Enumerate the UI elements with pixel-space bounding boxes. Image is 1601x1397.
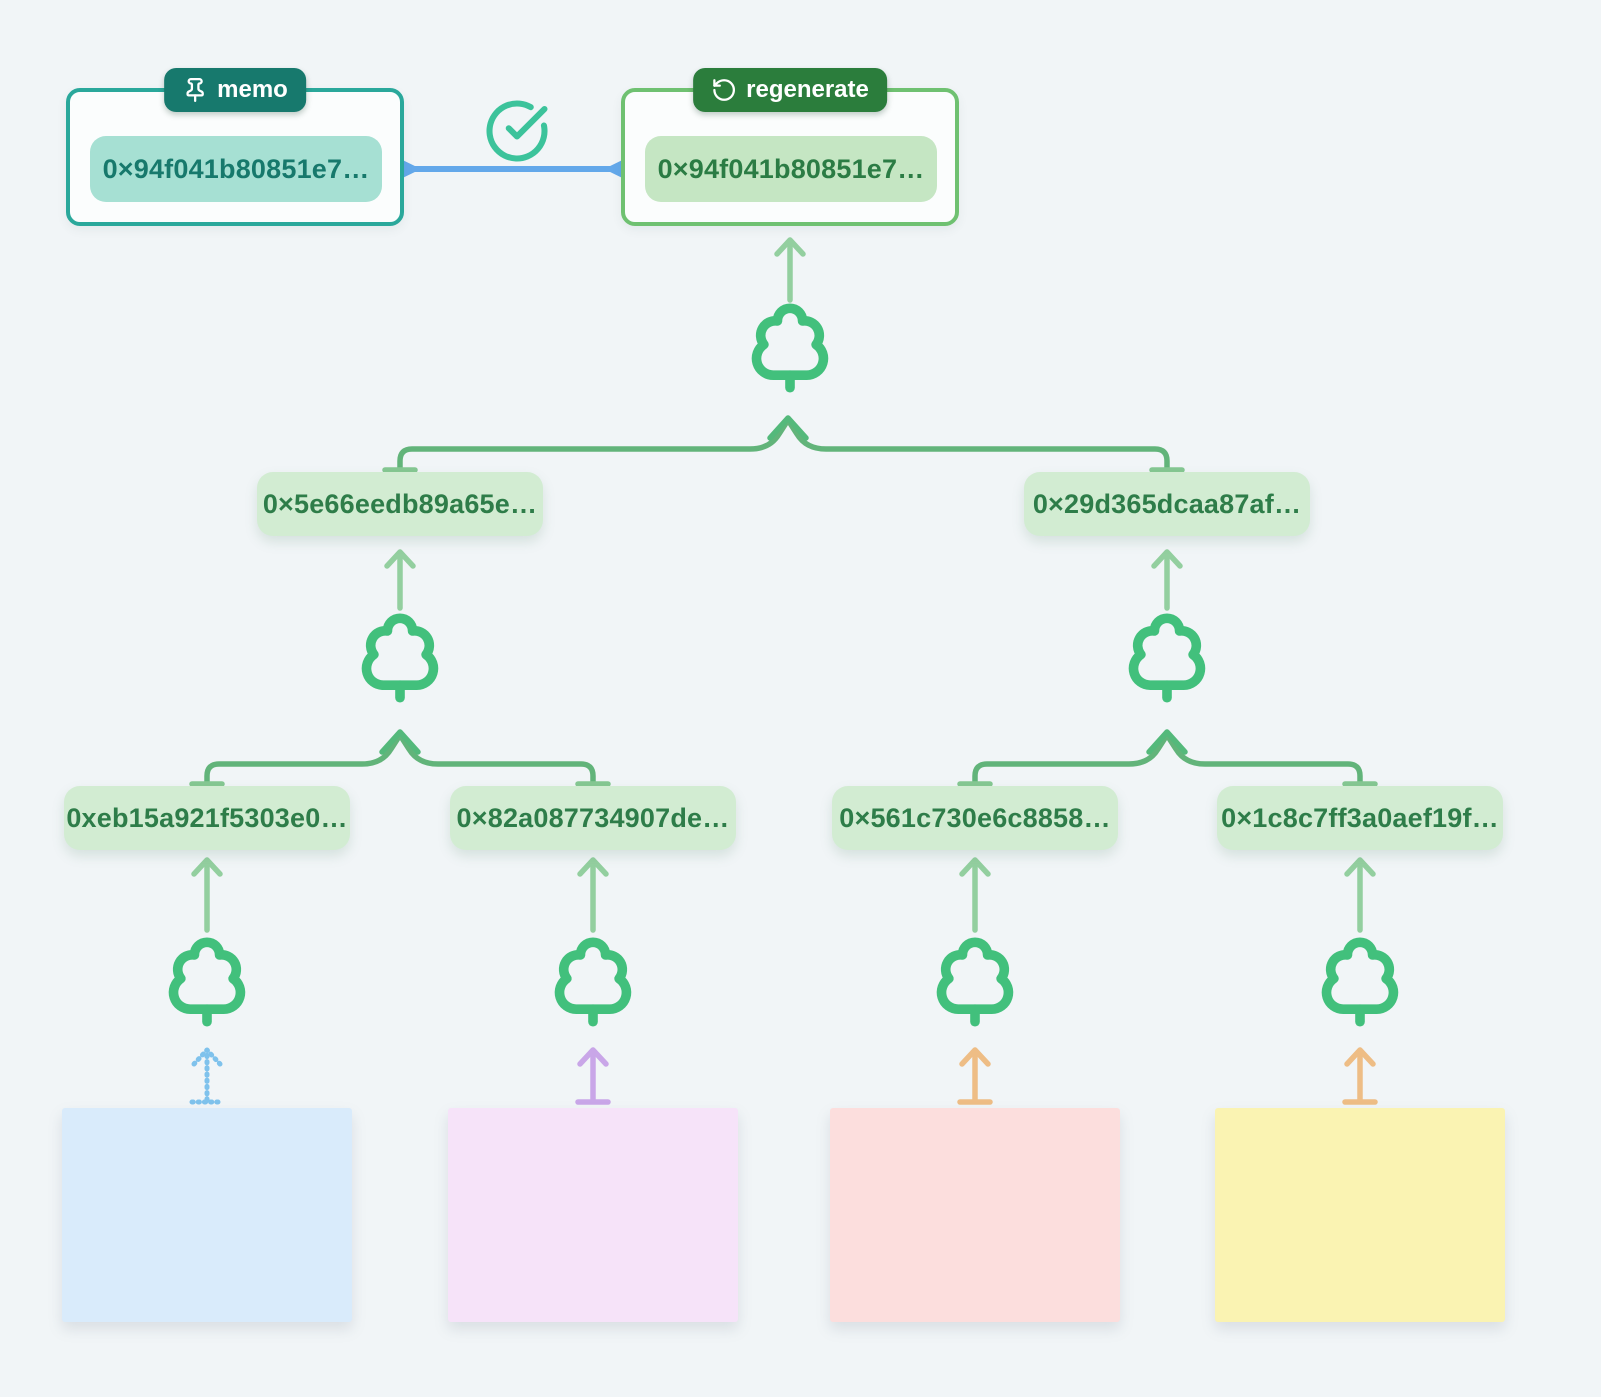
rotate-ccw-icon [713,79,736,101]
memo-root-hash: 0×94f041b80851e7… [102,153,370,184]
leaf-hash-1: 0xeb15a921f5303e0… [66,802,348,833]
memo-badge-label: memo [217,76,288,103]
leaf-tree-icon-3 [931,936,1019,1028]
regenerate-badge[interactable]: regenerate [693,68,887,112]
level2-hash-1: 0×5e66eedb89a65e… [262,488,538,519]
leaf-tree-icon-1 [163,936,251,1028]
data-block-2[interactable] [448,1108,738,1322]
bracket-level2 [382,415,1185,473]
regenerate-badge-label: regenerate [746,76,869,103]
memo-card: memo 0×94f041b80851e7… [66,68,404,226]
level2-hash-2: 0×29d365dcaa87af… [1032,488,1302,519]
root-tree-icon [746,302,834,394]
leaf-hash-pill-1[interactable]: 0xeb15a921f5303e0… [64,786,350,850]
leaf-hash-pill-2[interactable]: 0×82a087734907de… [450,786,736,850]
arrow-block-1 [189,1047,225,1105]
arrow-block-2 [575,1047,611,1105]
arrow-root-to-regenerate [774,237,806,303]
bracket-level3-left [189,729,611,787]
level2-hash-pill-1[interactable]: 0×5e66eedb89a65e… [257,472,543,536]
arrow-block-4 [1342,1047,1378,1105]
data-block-4[interactable] [1215,1108,1505,1322]
level2-right-tree-icon [1123,612,1211,704]
regenerated-root-hash: 0×94f041b80851e7… [657,153,925,184]
regenerated-root-hash-pill[interactable]: 0×94f041b80851e7… [645,136,937,202]
level2-hash-pill-2[interactable]: 0×29d365dcaa87af… [1024,472,1310,536]
data-block-1[interactable] [62,1108,352,1322]
leaf-hash-3: 0×561c730e6c8858… [839,802,1111,833]
leaf-hash-pill-4[interactable]: 0×1c8c7ff3a0aef19f… [1217,786,1503,850]
check-circle-icon [484,98,550,164]
leaf-hash-2: 0×82a087734907de… [456,802,730,833]
leaf-hash-4: 0×1c8c7ff3a0aef19f… [1221,802,1499,833]
arrow-l2-trees [384,549,1183,611]
data-block-3[interactable] [830,1108,1120,1322]
bracket-level3-right [957,729,1378,787]
memo-badge[interactable]: memo [164,68,306,112]
regenerate-card: regenerate 0×94f041b80851e7… [621,68,959,226]
leaf-hash-pill-3[interactable]: 0×561c730e6c8858… [832,786,1118,850]
memo-root-hash-pill[interactable]: 0×94f041b80851e7… [90,136,382,202]
level2-left-tree-icon [356,612,444,704]
leaf-tree-icon-4 [1316,936,1404,1028]
arrow-l3-trees [191,857,1376,933]
leaf-tree-icon-2 [549,936,637,1028]
pin-icon [186,78,204,102]
arrow-block-3 [957,1047,993,1105]
